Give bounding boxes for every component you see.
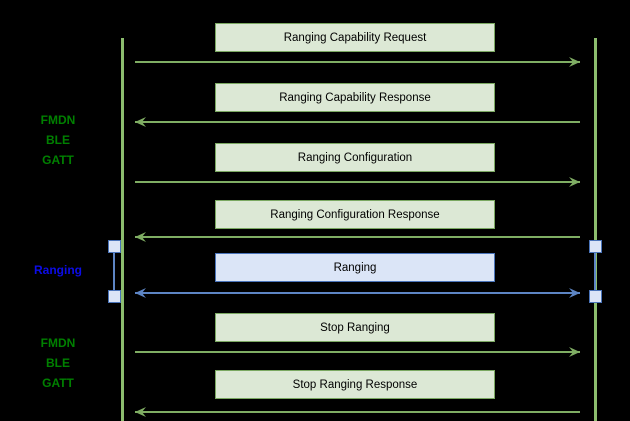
activation-line-right [594,253,596,290]
message-box-5[interactable]: Ranging [215,253,495,282]
message-box-2[interactable]: Ranging Capability Response [215,83,495,112]
message-box-6[interactable]: Stop Ranging [215,313,495,342]
message-arrow-4 [135,230,580,244]
phase-label-1: FMDN BLE GATT [40,113,76,167]
activation-line-left [113,253,115,290]
message-label: Ranging Configuration Response [270,208,440,221]
message-arrow-7 [135,405,580,419]
message-label: Stop Ranging [320,321,390,334]
message-label: Ranging Capability Response [279,91,431,104]
activation-box-right-top[interactable] [589,240,602,253]
message-arrow-5 [135,286,580,300]
message-arrow-3 [135,175,580,189]
activation-box-left-bottom[interactable] [108,290,121,303]
message-label: Ranging Configuration [297,151,413,164]
message-box-4[interactable]: Ranging Configuration Response [215,200,495,229]
activation-box-right-bottom[interactable] [589,290,602,303]
message-label: Ranging [333,261,377,274]
message-box-3[interactable]: Ranging Configuration [215,143,495,172]
message-arrow-2 [135,115,580,129]
message-arrow-1 [135,55,580,69]
right-lifeline [594,38,597,421]
left-lifeline [121,38,124,421]
message-arrow-6 [135,345,580,359]
message-box-7[interactable]: Stop Ranging Response [215,370,495,399]
message-box-1[interactable]: Ranging Capability Request [215,23,495,52]
phase-label-3: FMDN BLE GATT [40,336,76,390]
activation-box-left-top[interactable] [108,240,121,253]
phase-label-2: Ranging [34,263,82,277]
message-label: Ranging Capability Request [283,31,427,44]
message-label: Stop Ranging Response [292,378,418,391]
